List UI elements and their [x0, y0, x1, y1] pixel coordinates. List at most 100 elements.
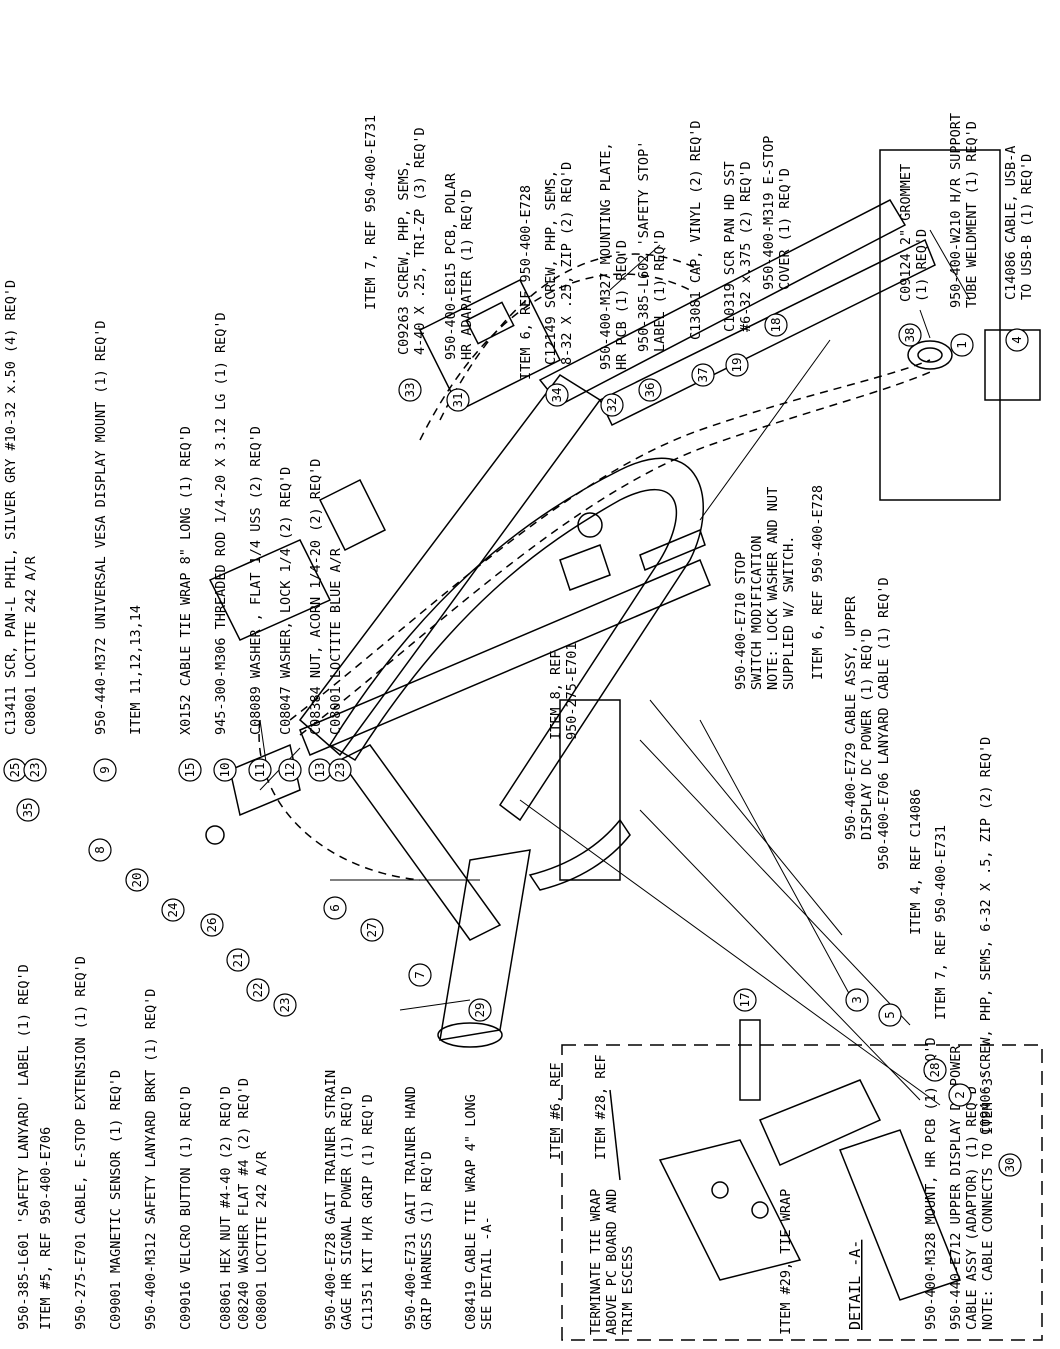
detail-callout-text: TRIM ESCESS: [620, 1246, 636, 1335]
item-bubble: [1005, 328, 1029, 352]
item-number: 15: [182, 762, 197, 777]
detail-a: [561, 1044, 1043, 1341]
callout-text: ITEM 6, REF 950-400-E728: [810, 485, 826, 680]
item-number: 17: [737, 992, 752, 1007]
callout-text: ITEM 7, REF 950-400-E731: [363, 115, 379, 310]
detail-a-artwork: [609, 1079, 961, 1301]
callout-text: ITEM 6, REF 950-400-E728: [518, 185, 534, 380]
hr-pcb: [465, 301, 515, 345]
item-number: 35: [20, 802, 35, 817]
callout-text: 950-400-E731 GAIT TRAINER HAND: [403, 1086, 419, 1330]
leader-35: [259, 719, 267, 763]
item-bubble: [446, 388, 470, 412]
callout-text: COVER (1) REQ'D: [777, 168, 793, 290]
item-number: 31: [450, 392, 465, 407]
item-number: 28: [927, 1062, 942, 1077]
item-number: 19: [729, 357, 744, 372]
item-number: 10: [217, 762, 232, 777]
item-number: 4: [1009, 336, 1024, 344]
callout-text: 950-275-E701: [564, 642, 580, 740]
callout-t15: C12149 SCREW, PHP, SEMS,8-32 X .25, ZIP …: [543, 162, 575, 407]
item-bubble: [213, 758, 237, 782]
item-number: 11: [252, 762, 267, 777]
callout-text: C09406 SCREW, PHP, SEMS, 6-32 X .5, ZIP …: [978, 737, 994, 1135]
callout-text: C08001 LOCTITE 242 A/R: [23, 555, 39, 735]
cable-run-3: [439, 253, 701, 421]
item-number: 7: [412, 971, 427, 979]
callout-b1: 950-385-L601 'SAFETY LANYARD' LABEL (1) …: [16, 798, 40, 1330]
item-bubble: [273, 993, 297, 1017]
cable-run-1: [289, 359, 931, 721]
item-bubble: [178, 758, 202, 782]
item-number: 3: [849, 996, 864, 1004]
callout-text: NOTE: LOCK WASHER AND NUT: [765, 487, 781, 690]
callout-text: ITEM 8, REF: [548, 651, 564, 740]
callout-m8: C09406 SCREW, PHP, SEMS, 6-32 X .5, ZIP …: [978, 737, 1022, 1177]
velcro-button: [205, 825, 225, 845]
callout-b9: C08001 LOCTITE 242 A/R23: [254, 993, 297, 1330]
callout-text: 950-400-M328 MOUNT, HR PCB (1) REQ'D: [923, 1037, 939, 1330]
callout-text: GRIP HARNESS (1) REQ'D: [419, 1151, 435, 1330]
leader-item4: [649, 699, 843, 936]
callout-text: C10319 SCR PAN HD SST: [722, 161, 738, 332]
item-number: 38: [902, 327, 917, 342]
leader-19: [699, 339, 831, 521]
item-bubble: [248, 758, 272, 782]
item-number: 8: [92, 846, 107, 854]
callout-text: 950-440-M372 UNIVERSAL VESA DISPLAY MOUN…: [93, 320, 109, 735]
callout-t9: C08384 NUT, ACORN 1/4-20 (2) REQ'D13: [308, 459, 332, 782]
callout-t17: 950-385-L602 'SAFETY STOP'LABEL (1) REQ'…: [636, 141, 668, 402]
item-bubble: [468, 998, 492, 1022]
callout-text: C08419 CABLE TIE WRAP 4" LONG: [463, 1094, 479, 1330]
item-number: 22: [250, 982, 265, 997]
callout-t8: C08047 WASHER, LOCK 1/4 (2) REQ'D12: [278, 467, 302, 782]
estop-button: [577, 512, 603, 538]
item-number: 29: [472, 1002, 487, 1017]
callout-text: C09263 SCREW, PHP, SEMS,: [396, 160, 412, 355]
callout-text: C13411 SCR, PAN-L PHIL, SILVER GRY #10-3…: [3, 280, 19, 735]
callout-m5: 950-400-E706 LANYARD CABLE (1) REQ'D5: [876, 577, 902, 1027]
leader-7: [399, 999, 471, 1011]
crossbar: [299, 559, 711, 756]
callout-b2: ITEM #5, REF 950-400-E706: [38, 1127, 54, 1330]
stand-leg: [559, 699, 621, 881]
item-number: 13: [312, 762, 327, 777]
callout-text: 950-400-E728 GAIT TRAINER STRAIN: [323, 1070, 339, 1330]
item-bubble: [200, 913, 224, 937]
callout-t11: ITEM 7, REF 950-400-E731: [363, 115, 379, 310]
callout-text: 950-400-M319 E-STOP: [761, 136, 777, 290]
item-bubble: [950, 333, 974, 357]
callout-t19: C10319 SCR PAN HD SST#6-32 x.375 (2) REQ…: [722, 161, 754, 377]
item-number: 33: [402, 382, 417, 397]
callout-text: ITEM 7, REF 950-400-E731: [933, 825, 949, 1020]
assembly-artwork: [205, 149, 1041, 1101]
item-number: 36: [642, 382, 657, 397]
item-number: 6: [327, 904, 342, 912]
stand-foot: [739, 1019, 761, 1101]
callout-b8: C08240 WASHER FLAT #4 (2) REQ'D22: [236, 978, 270, 1330]
callout-text: C09016 VELCRO BUTTON (1) REQ'D: [178, 1086, 194, 1330]
vesa-mount: [208, 539, 332, 641]
callout-t16: 950-400-M327 MOUNTING PLATE,HR PCB (1) R…: [598, 142, 630, 417]
callout-text: (1) REQ'D: [914, 229, 930, 302]
callout-text: ITEM 4, REF C14086: [908, 789, 924, 935]
callout-text: C11351 KIT H/R GRIP (1) REQ'D: [360, 1094, 376, 1330]
callout-text: GAGE HR SIGNAL POWER (1) REQ'D: [339, 1086, 355, 1330]
support-tube-lower: [599, 238, 936, 427]
item-bubble: [125, 868, 149, 892]
callout-t21: C09124 2" GROMMET(1) REQ'D38: [898, 164, 930, 347]
stop-switch: [639, 528, 706, 572]
item-number: 12: [282, 762, 297, 777]
callout-text: 4-40 X .25, TRI-ZP (3) REQ'D: [412, 127, 428, 355]
callout-text: CABLE ASSY (ADAPTOR) (1) REQ'D: [964, 1086, 980, 1330]
item-bubble: [948, 1083, 972, 1107]
item-number: 1: [954, 341, 969, 349]
callout-t1: C13411 SCR, PAN-L PHIL, SILVER GRY #10-3…: [3, 280, 27, 782]
callout-b3: 950-275-E701 CABLE, E-STOP EXTENSION (1)…: [73, 838, 112, 1330]
item-bubble: [725, 353, 749, 377]
item-number: 21: [230, 952, 245, 967]
cable-run-2: [299, 369, 936, 736]
